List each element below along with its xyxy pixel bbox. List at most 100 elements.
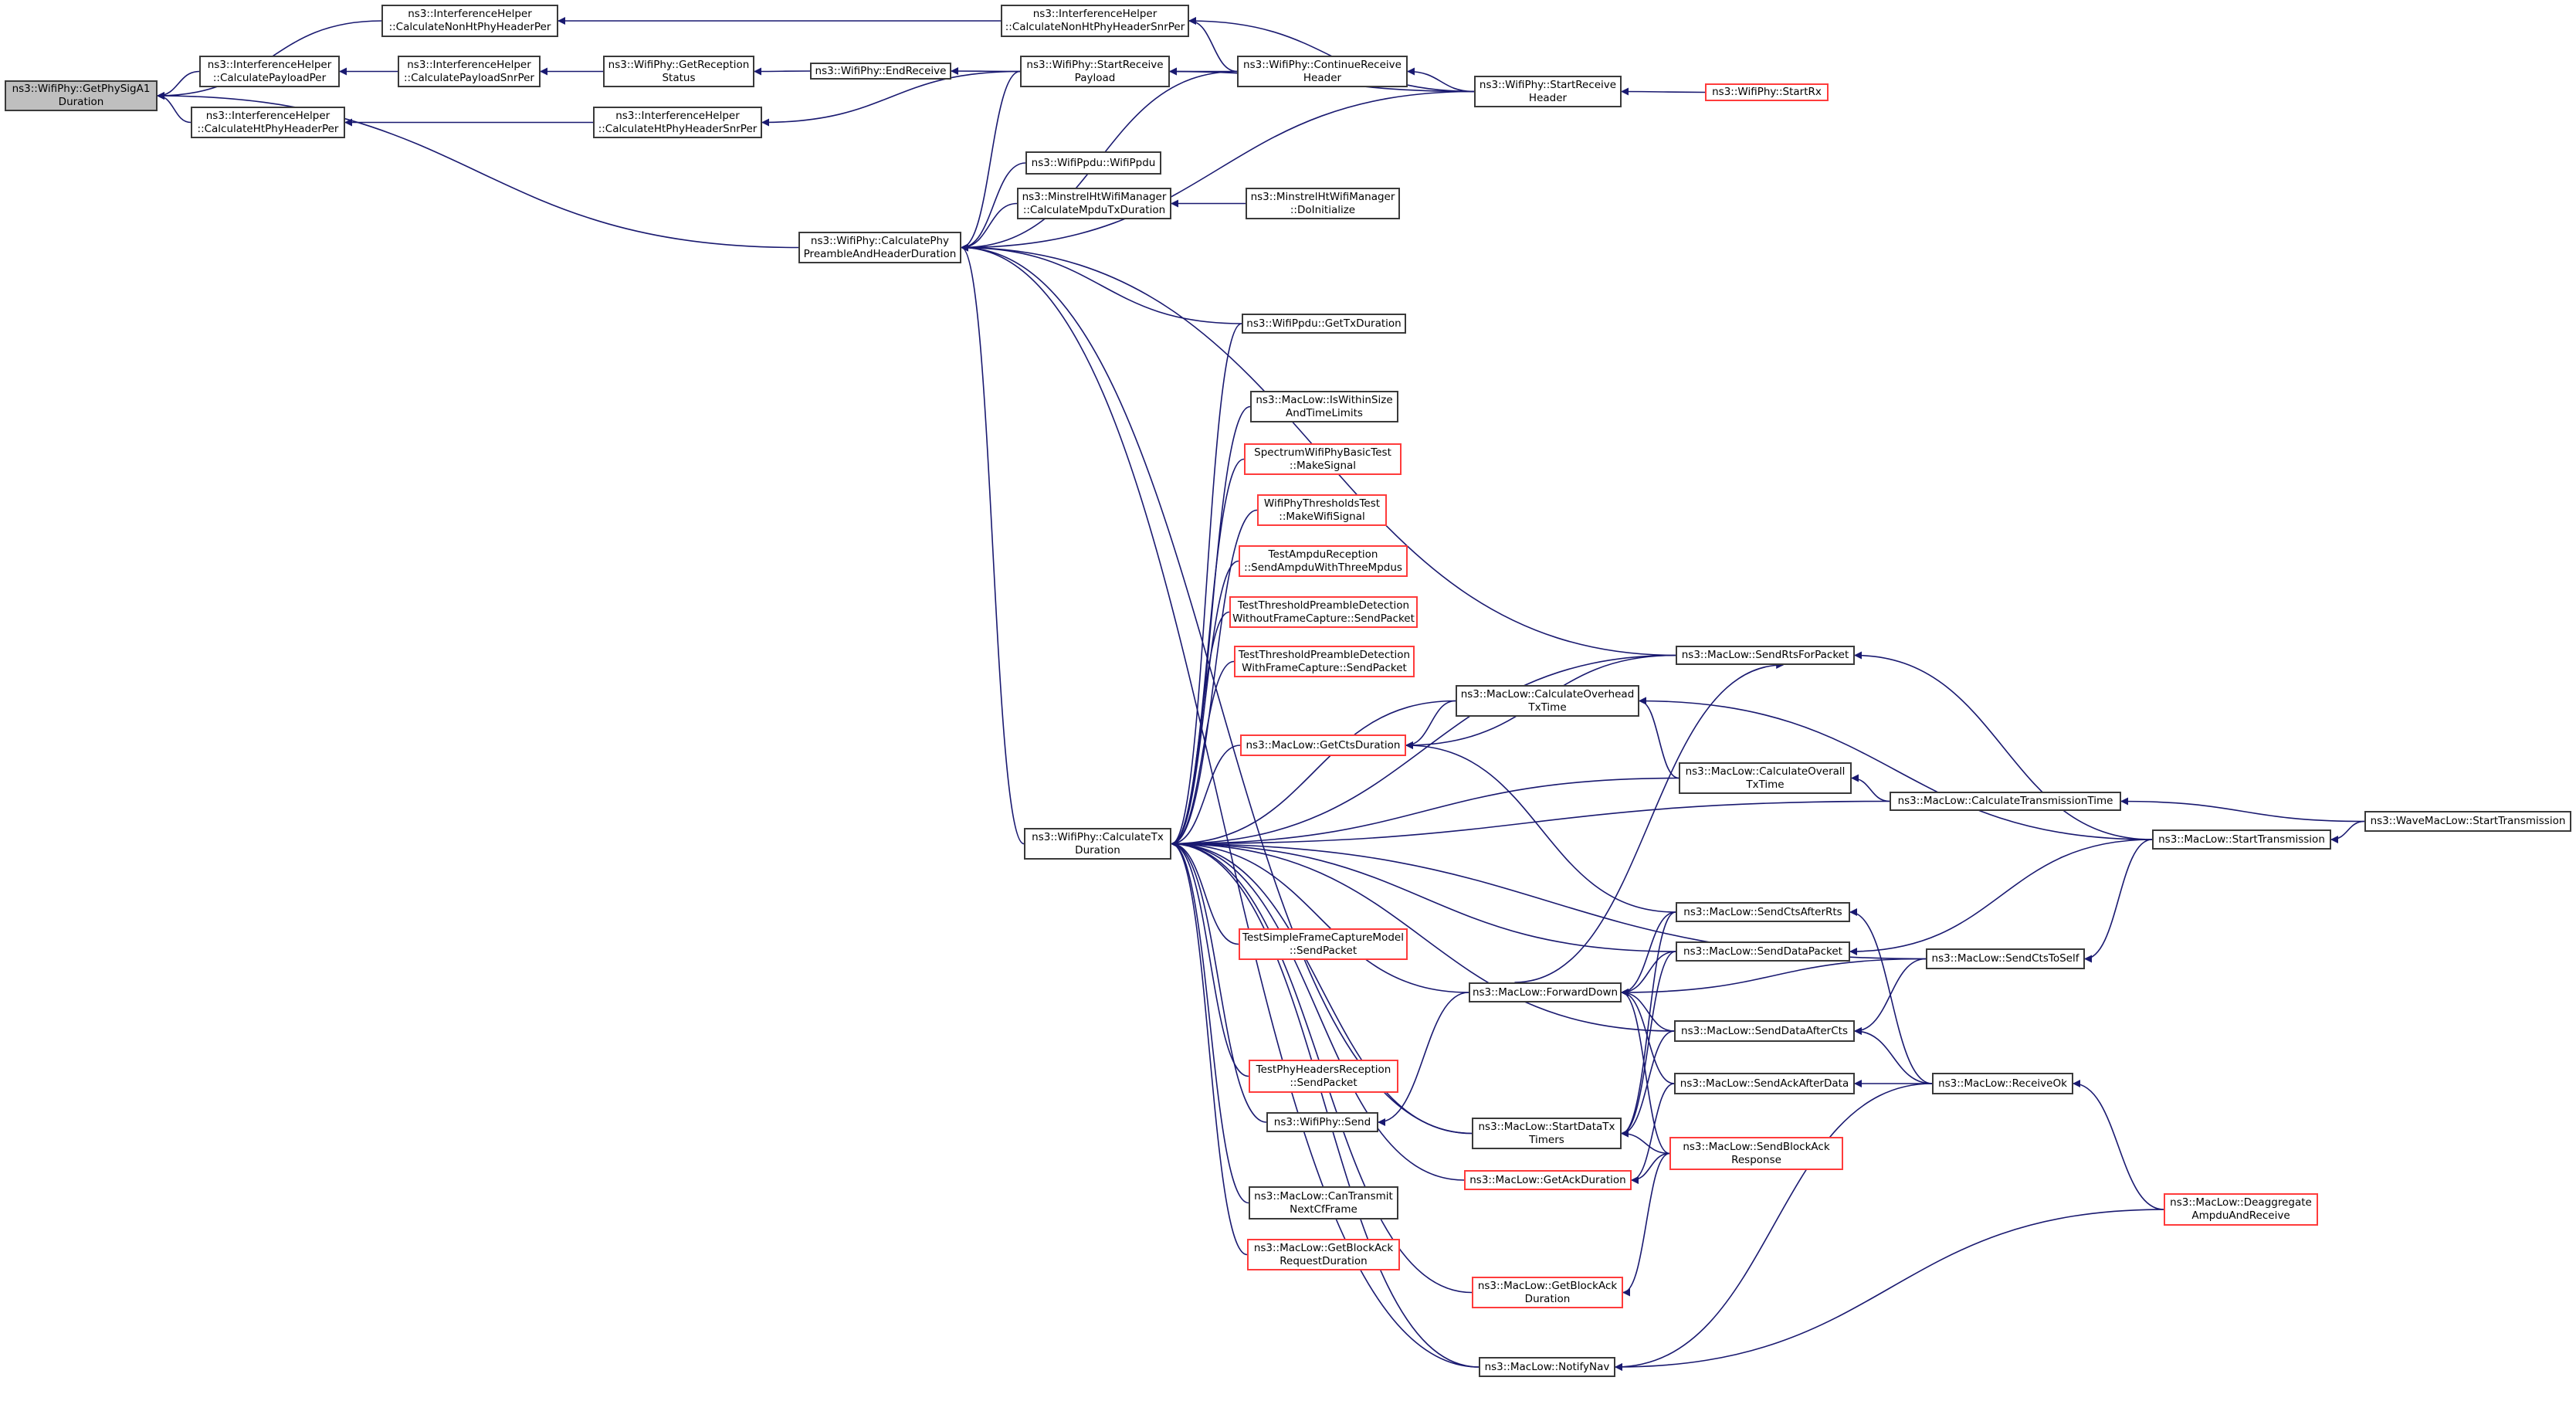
graph-node-continue-recv-header[interactable]: ns3::WifiPhy::ContinueReceive Header <box>1237 56 1408 87</box>
graph-node-calc-phy-preamble[interactable]: ns3::WifiPhy::CalculatePhy PreambleAndHe… <box>798 232 961 263</box>
edge-getTxDuration-to-calcTxDuration <box>1171 323 1242 848</box>
graph-node-get-rec-status[interactable]: ns3::WifiPhy::GetReception Status <box>603 56 754 87</box>
graph-node-ht-snr-per[interactable]: ns3::InterferenceHelper ::CalculateHtPhy… <box>593 107 762 138</box>
edge-endReceive-to-getRecStatus <box>754 67 811 76</box>
graph-node-start-recv-header[interactable]: ns3::WifiPhy::StartReceive Header <box>1474 76 1622 107</box>
edge-sendBlockAckResp-to-startDataTxTimers <box>1621 1129 1670 1155</box>
edge-threshWith-to-calcTxDuration <box>1171 660 1235 848</box>
graph-node-forward-down[interactable]: ns3::MacLow::ForwardDown <box>1469 982 1622 1002</box>
edge-getBlockAckReq-to-calcTxDuration <box>1171 840 1248 1256</box>
edge-sendDataPacket-to-startDataTxTimers <box>1621 951 1676 1138</box>
graph-node-get-block-ack-req[interactable]: ns3::MacLow::GetBlockAck RequestDuration <box>1247 1239 1400 1270</box>
graph-node-can-transmit[interactable]: ns3::MacLow::CanTransmit NextCfFrame <box>1249 1186 1398 1220</box>
graph-node-start-data-tx-timers[interactable]: ns3::MacLow::StartDataTx Timers <box>1472 1118 1622 1149</box>
edge-sendCtsToSelf-to-sendDataAfterCts <box>1854 958 1927 1035</box>
graph-node-calc-tx-duration[interactable]: ns3::WifiPhy::CalculateTx Duration <box>1024 828 1171 860</box>
edge-startRecvHeader-to-calcPhyPreamble <box>961 90 1475 252</box>
edge-startRecvPayload-to-calcPhyPreamble <box>961 70 1021 252</box>
graph-node-calc-trans-time[interactable]: ns3::MacLow::CalculateTransmissionTime <box>1890 792 2121 811</box>
edge-notifyNav-to-calcTxDuration <box>1171 840 1480 1368</box>
edge-testSimple-to-calcTxDuration <box>1171 840 1239 945</box>
graph-node-send-cts-to-self[interactable]: ns3::MacLow::SendCtsToSelf <box>1926 948 2085 969</box>
graph-node-thresh-with[interactable]: TestThresholdPreambleDetection WithFrame… <box>1234 646 1415 677</box>
edge-sendCtsAfterRts-to-startDataTxTimers <box>1621 911 1676 1138</box>
edge-receiveOk-to-sendDataAfterCts <box>1854 1027 1933 1084</box>
edge-threshWithout-to-calcTxDuration <box>1171 611 1230 848</box>
edge-sendDataAfterCts-to-forwardDown <box>1621 989 1675 1032</box>
graph-node-thresholds-make[interactable]: WifiPhyThresholdsTest ::MakeWifiSignal <box>1257 494 1387 526</box>
edge-wifiPpdu-to-calcPhyPreamble <box>961 162 1026 252</box>
edge-waveStartTx-to-startTx <box>2330 820 2365 843</box>
edge-calcTransTime-to-calcTxDuration <box>1171 800 1890 848</box>
graph-node-test-simple[interactable]: TestSimpleFrameCaptureModel ::SendPacket <box>1239 928 1408 960</box>
graph-node-send-ack-after-data[interactable]: ns3::MacLow::SendAckAfterData <box>1674 1073 1855 1094</box>
graph-node-test-phy-headers[interactable]: TestPhyHeadersReception ::SendPacket <box>1249 1060 1398 1093</box>
edge-deaggregate-to-receiveOk <box>2073 1080 2164 1210</box>
edge-sendCtsToSelf-to-forwardDown <box>1621 958 1927 996</box>
edge-receiveOk-to-sendCtsAfterRts <box>1849 908 1933 1084</box>
graph-node-calc-overall[interactable]: ns3::MacLow::CalculateOverall TxTime <box>1679 762 1852 794</box>
edge-payloadPer-to-root <box>157 70 200 100</box>
edge-forwardDown-to-calcTxDuration <box>1171 840 1469 993</box>
edge-sendAckAfterData-to-forwardDown <box>1621 989 1675 1084</box>
graph-node-is-within-size[interactable]: ns3::MacLow::IsWithinSize AndTimeLimits <box>1250 391 1398 422</box>
graph-node-receive-ok[interactable]: ns3::MacLow::ReceiveOk <box>1932 1073 2073 1094</box>
edge-sendDataAfterCts-to-calcTxDuration <box>1171 840 1675 1032</box>
edge-calcOverall-to-calcOverhead <box>1639 697 1679 779</box>
graph-node-wave-start-tx[interactable]: ns3::WaveMacLow::StartTransmission <box>2364 811 2571 832</box>
graph-node-minstrel-calc[interactable]: ns3::MinstrelHtWifiManager ::CalculateMp… <box>1017 188 1171 219</box>
graph-node-ht-per[interactable]: ns3::InterferenceHelper ::CalculateHtPhy… <box>191 107 345 138</box>
graph-node-non-ht-snr-per[interactable]: ns3::InterferenceHelper ::CalculateNonHt… <box>1001 5 1189 37</box>
edge-wifiPhySend-to-calcTxDuration <box>1171 840 1267 1123</box>
edge-minstrelCalc-to-calcPhyPreamble <box>961 202 1018 252</box>
graph-node-test-ampdu[interactable]: TestAmpduReception ::SendAmpduWithThreeM… <box>1239 545 1408 577</box>
edge-spectrumMake-to-calcTxDuration <box>1171 458 1245 848</box>
edge-startDataTxTimers-to-calcTxDuration <box>1171 840 1473 1135</box>
graph-node-start-tx[interactable]: ns3::MacLow::StartTransmission <box>2152 829 2331 850</box>
edge-waveStartTx-to-calcTransTime <box>2120 797 2365 823</box>
edge-forwardDown-to-wifiPhySend <box>1378 992 1469 1126</box>
graph-node-non-ht-per[interactable]: ns3::InterferenceHelper ::CalculateNonHt… <box>381 5 558 37</box>
edge-calcTransTime-to-calcOverall <box>1851 774 1890 802</box>
graph-node-do-initialize[interactable]: ns3::MinstrelHtWifiManager ::DoInitializ… <box>1246 188 1400 219</box>
edge-calcTxDuration-to-calcPhyPreamble <box>961 243 1025 845</box>
edge-continueRecvHeader-to-nonHtSnrPer <box>1188 17 1238 73</box>
edge-testAmpdu-to-calcTxDuration <box>1171 560 1239 848</box>
graph-node-get-tx-duration[interactable]: ns3::WifiPpdu::GetTxDuration <box>1242 314 1406 334</box>
graph-node-thresh-without[interactable]: TestThresholdPreambleDetection WithoutFr… <box>1229 596 1418 628</box>
graph-node-start-recv-payload[interactable]: ns3::WifiPhy::StartReceive Payload <box>1020 56 1170 87</box>
edge-startRecvHeader-to-continueRecvHeader <box>1407 67 1475 93</box>
graph-node-spectrum-make[interactable]: SpectrumWifiPhyBasicTest ::MakeSignal <box>1244 443 1402 475</box>
graph-node-wifi-phy-send[interactable]: ns3::WifiPhy::Send <box>1266 1112 1378 1132</box>
graph-node-get-cts[interactable]: ns3::MacLow::GetCtsDuration <box>1240 734 1406 756</box>
graph-node-send-cts-after-rts[interactable]: ns3::MacLow::SendCtsAfterRts <box>1676 902 1850 922</box>
graph-node-get-block-ack[interactable]: ns3::MacLow::GetBlockAck Duration <box>1472 1277 1623 1308</box>
graph-node-send-block-ack-resp[interactable]: ns3::MacLow::SendBlockAck Response <box>1669 1137 1843 1170</box>
edge-sendCtsAfterRts-to-getCts <box>1405 741 1676 913</box>
edge-startTx-to-sendRts <box>1854 651 2153 840</box>
edge-startTx-to-sendDataPacket <box>1849 839 2153 955</box>
edge-sendBlockAckResp-to-getAck <box>1631 1152 1670 1184</box>
graph-node-end-receive[interactable]: ns3::WifiPhy::EndReceive <box>810 63 951 80</box>
edge-sendDataPacket-to-forwardDown <box>1621 951 1676 996</box>
graph-node-payload-snr-per[interactable]: ns3::InterferenceHelper ::CalculatePaylo… <box>398 56 541 87</box>
graph-node-deaggregate[interactable]: ns3::MacLow::Deaggregate AmpduAndReceive <box>2164 1193 2318 1226</box>
graph-node-wifi-ppdu[interactable]: ns3::WifiPpdu::WifiPpdu <box>1025 151 1161 175</box>
graph-node-start-rx[interactable]: ns3::WifiPhy::StartRx <box>1705 83 1829 101</box>
graph-node-calc-overhead[interactable]: ns3::MacLow::CalculateOverhead TxTime <box>1456 685 1639 717</box>
edge-calcOverall-to-calcTxDuration <box>1171 777 1679 848</box>
edge-getCts-to-calcTxDuration <box>1171 745 1241 848</box>
edge-startRx-to-startRecvHeader <box>1621 87 1706 96</box>
graph-node-send-data-packet[interactable]: ns3::MacLow::SendDataPacket <box>1676 941 1850 962</box>
graph-node-notify-nav[interactable]: ns3::MacLow::NotifyNav <box>1479 1357 1615 1377</box>
edge-startRecvPayload-to-htSnrPer <box>761 70 1021 127</box>
edge-deaggregate-to-notifyNav <box>1615 1209 2164 1371</box>
graph-node-payload-per[interactable]: ns3::InterferenceHelper ::CalculatePaylo… <box>199 56 340 87</box>
graph-node-send-data-after-cts[interactable]: ns3::MacLow::SendDataAfterCts <box>1674 1020 1855 1042</box>
edge-sendBlockAckResp-to-getBlockAck <box>1622 1152 1670 1297</box>
focus-node: ns3::WifiPhy::GetPhySigA1 Duration <box>5 80 158 111</box>
graph-node-send-rts[interactable]: ns3::MacLow::SendRtsForPacket <box>1676 646 1855 665</box>
edge-sendBlockAckResp-to-forwardDown <box>1621 989 1670 1155</box>
edge-notifyNav-to-calcPhyPreamble <box>961 243 1480 1368</box>
graph-node-get-ack[interactable]: ns3::MacLow::GetAckDuration <box>1464 1170 1632 1190</box>
